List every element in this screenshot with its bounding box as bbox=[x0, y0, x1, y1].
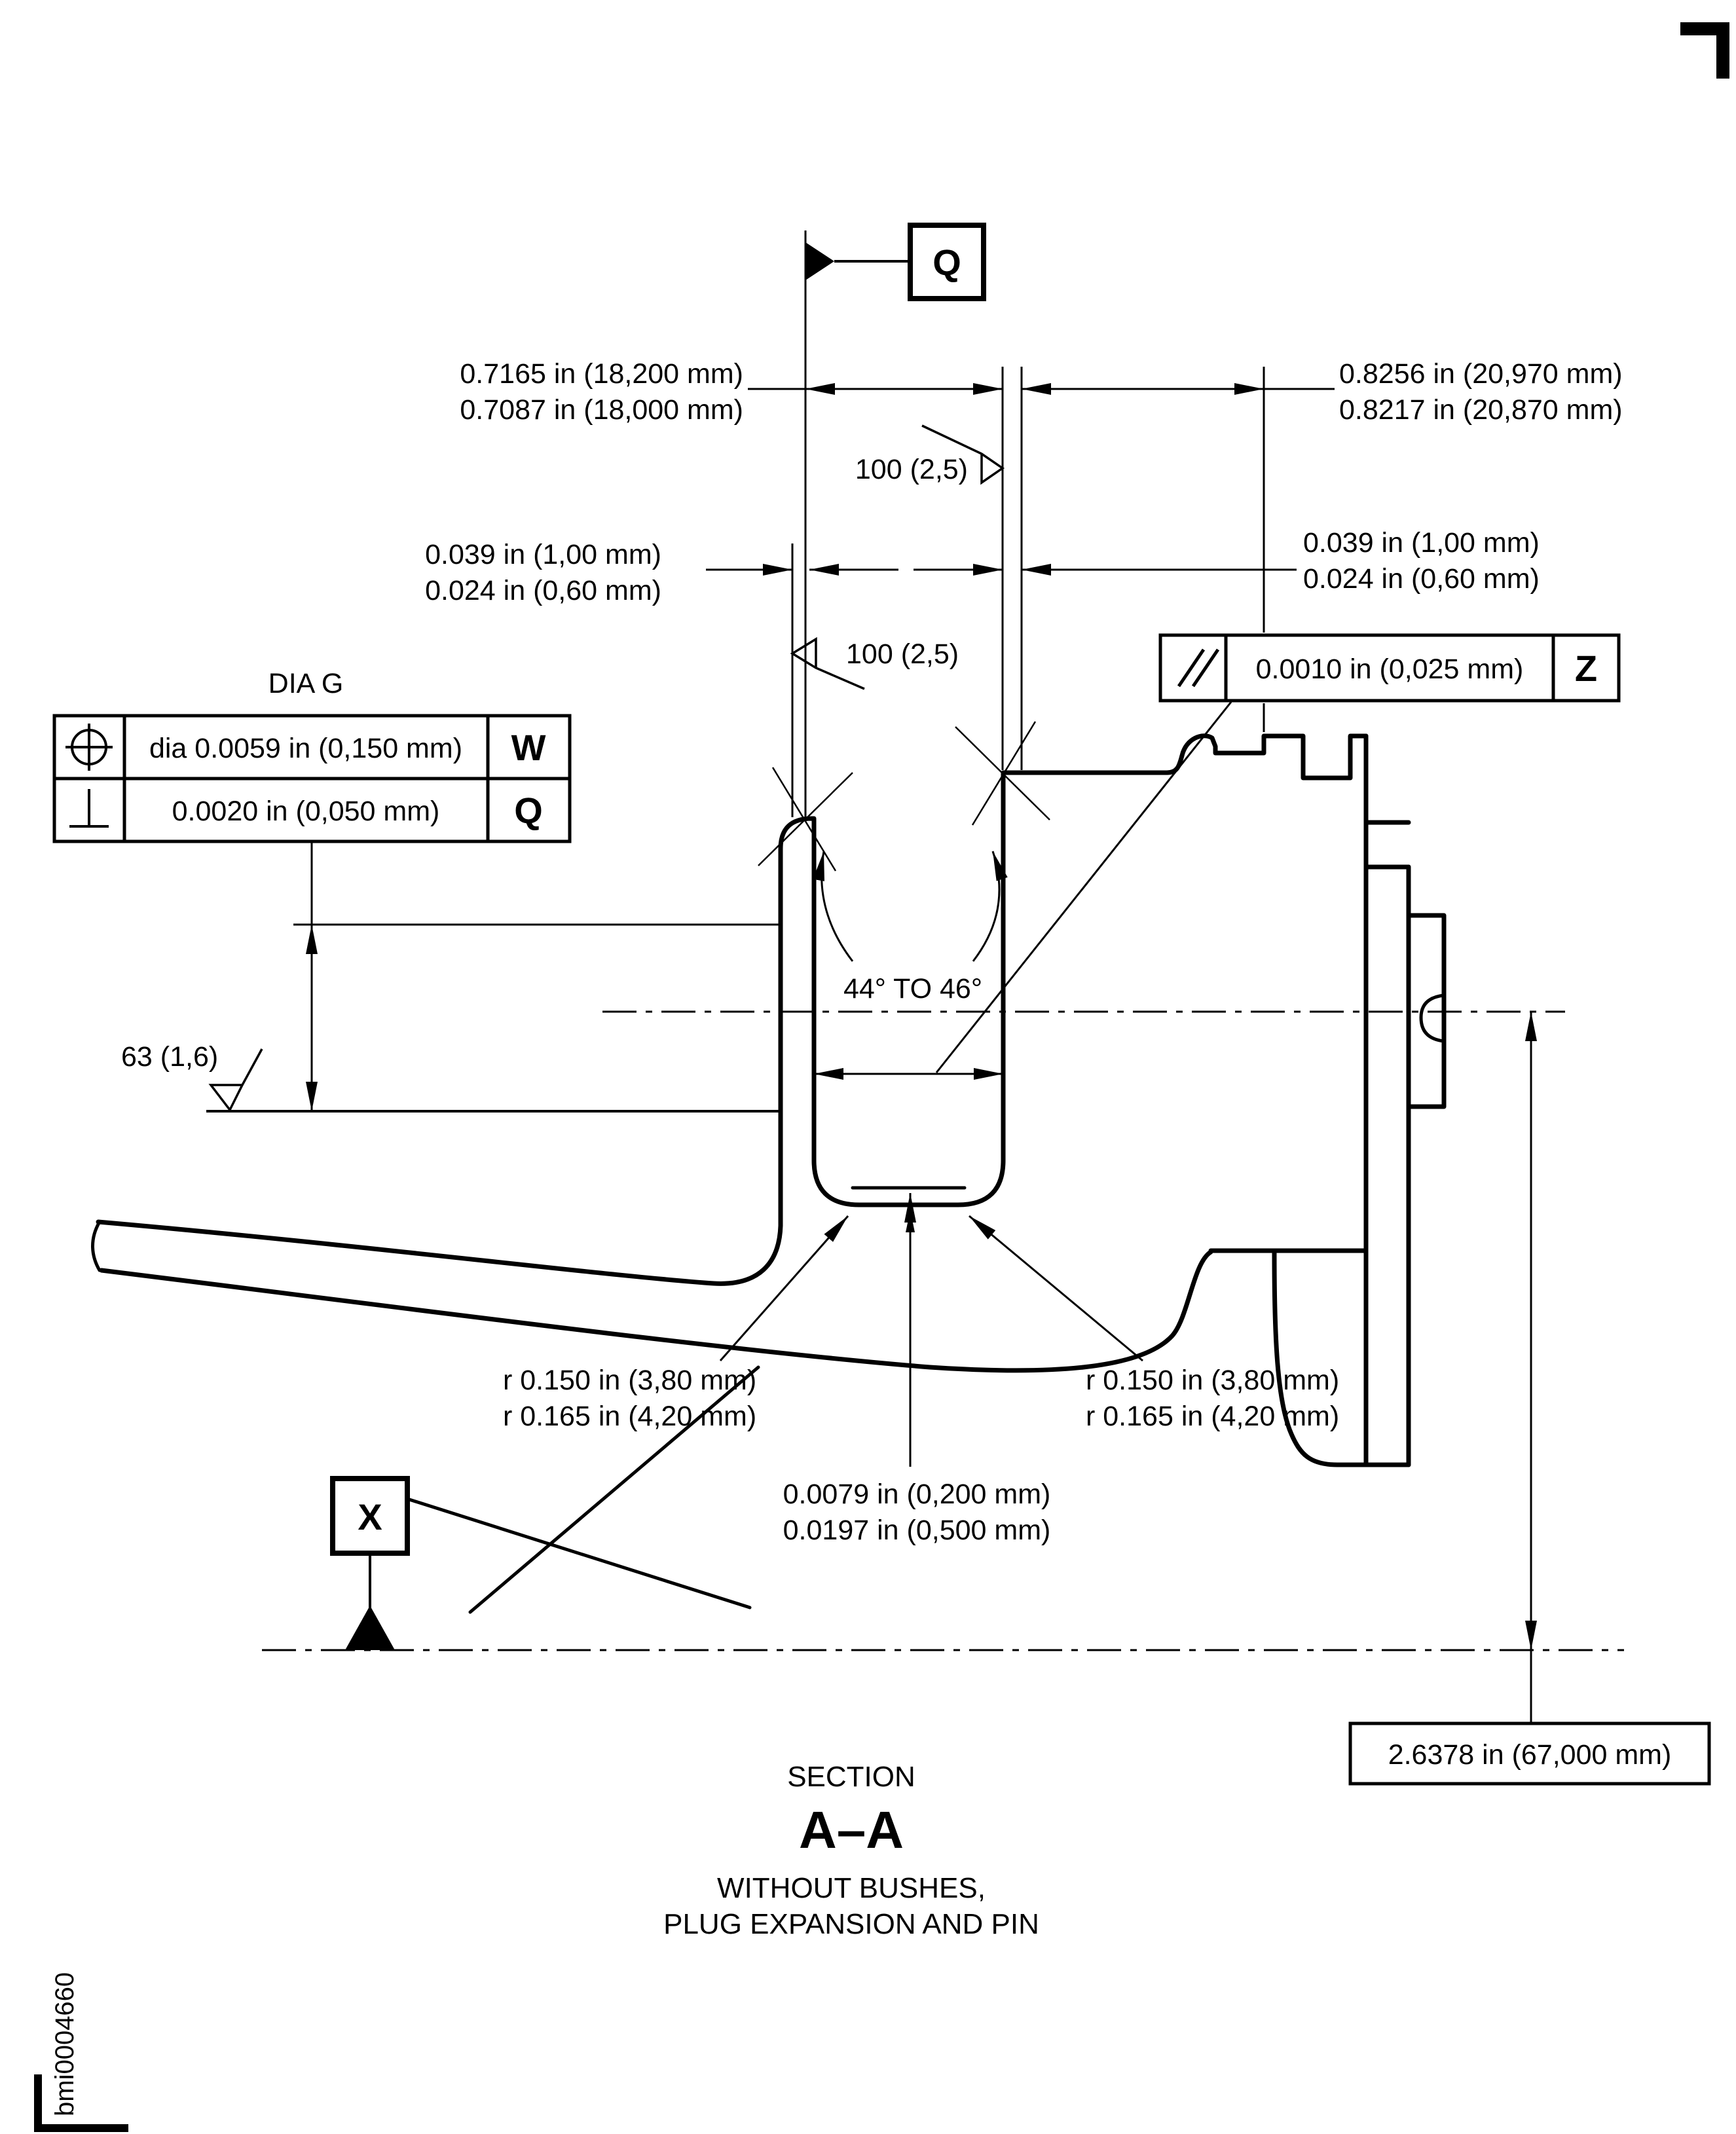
centerlines bbox=[262, 1010, 1624, 1651]
parallelism-frame-grid bbox=[1224, 635, 1555, 701]
roughness-63-text: 63 (1,6) bbox=[121, 1041, 218, 1073]
dim-top-left-line2: 0.7087 in (18,000 mm) bbox=[460, 394, 743, 426]
shaft-stub-hook bbox=[1419, 993, 1446, 1043]
caption-section-id: A–A bbox=[799, 1801, 904, 1859]
relief-depth-second-arrow bbox=[906, 1210, 915, 1232]
lower-web-edge-b bbox=[468, 1365, 760, 1614]
dia-g-row2-value: 0.0020 in (0,050 mm) bbox=[172, 796, 440, 827]
parallelism-datum: Z bbox=[1575, 648, 1597, 689]
roughness-symbol-63 bbox=[208, 1048, 263, 1113]
caption: SECTION A–A WITHOUT BUSHES, PLUG EXPANSI… bbox=[663, 1761, 1039, 1940]
figure-code: bmi0004660 bbox=[50, 1972, 79, 2116]
lever-break-line bbox=[91, 1220, 102, 1272]
angle-arrow-right bbox=[972, 851, 1008, 962]
dim-top-left-line1: 0.7165 in (18,200 mm) bbox=[460, 358, 743, 390]
flange-notch bbox=[1363, 820, 1411, 870]
relief-depth-line2: 0.0197 in (0,500 mm) bbox=[783, 1515, 1051, 1546]
dia-g-control-frame: DIA G dia 0.0059 in (0,150 mm) 0.0020 in… bbox=[52, 668, 572, 843]
web-bottom-contour bbox=[99, 1249, 1213, 1373]
caption-note-line1: WITHOUT BUSHES, bbox=[717, 1872, 986, 1904]
dia-g-row2-datum: Q bbox=[514, 790, 543, 831]
height-box bbox=[1348, 1721, 1711, 1786]
dim-gap-left-line1: 0.039 in (1,00 mm) bbox=[425, 539, 661, 570]
position-symbol-icon bbox=[65, 724, 113, 771]
dia-g-frame-grid bbox=[54, 716, 570, 841]
datum-flag-q: Q bbox=[805, 223, 986, 301]
perpendicularity-symbol-icon bbox=[69, 789, 109, 828]
extension-lines bbox=[206, 230, 1265, 1113]
angle-text: 44° TO 46° bbox=[843, 973, 982, 1004]
dim-gap-left-line2: 0.024 in (0,60 mm) bbox=[425, 575, 661, 606]
sheet-corner-mark-top-right bbox=[1680, 22, 1729, 79]
dia-g-row1-datum: W bbox=[511, 727, 546, 768]
upper-profile bbox=[96, 733, 1369, 1286]
leader-radius-right bbox=[969, 1215, 1143, 1362]
leader-radius-left bbox=[719, 1215, 849, 1361]
angle-arrow-left bbox=[813, 851, 854, 962]
roughness-symbol-lower bbox=[790, 636, 865, 690]
parallelism-symbol-icon bbox=[1177, 648, 1220, 688]
radius-left-line2: r 0.165 in (4,20 mm) bbox=[503, 1401, 756, 1432]
caption-note-line2: PLUG EXPANSION AND PIN bbox=[663, 1908, 1039, 1940]
dim-gap-right-line1: 0.039 in (1,00 mm) bbox=[1303, 527, 1540, 559]
radius-right-line2: r 0.165 in (4,20 mm) bbox=[1086, 1401, 1339, 1432]
relief-depth-line1: 0.0079 in (0,200 mm) bbox=[783, 1479, 1051, 1510]
shaft-stub bbox=[1406, 913, 1447, 1109]
chamfer-cross-right bbox=[955, 721, 1050, 826]
part-outline bbox=[91, 733, 1447, 1614]
datum-q-box bbox=[908, 223, 986, 301]
parallelism-value: 0.0010 in (0,025 mm) bbox=[1256, 653, 1524, 685]
datum-q-triangle bbox=[805, 242, 834, 280]
chamfer-cross-left bbox=[758, 767, 853, 872]
height-value: 2.6378 in (67,000 mm) bbox=[1388, 1739, 1672, 1771]
roughness-symbol-upper bbox=[921, 424, 1005, 485]
sheet-corner-mark-bottom-left bbox=[34, 2074, 128, 2132]
dim-top-right-line2: 0.8217 in (20,870 mm) bbox=[1339, 394, 1623, 426]
radius-left-line1: r 0.150 in (3,80 mm) bbox=[503, 1365, 756, 1396]
parallelism-frame-box bbox=[1158, 633, 1621, 703]
dimension-lines bbox=[306, 383, 1537, 1723]
roughness-100-lower-text: 100 (2,5) bbox=[846, 638, 959, 670]
lower-web-edge-a bbox=[407, 1498, 752, 1610]
dimension-texts: 0.7165 in (18,200 mm) 0.7087 in (18,000 … bbox=[121, 358, 1623, 1546]
surface-finish-symbols bbox=[208, 424, 1005, 1113]
roughness-100-upper-text: 100 (2,5) bbox=[855, 454, 968, 485]
caption-section: SECTION bbox=[787, 1761, 915, 1793]
radius-right-line1: r 0.150 in (3,80 mm) bbox=[1086, 1365, 1339, 1396]
parallelism-control-frame: 0.0010 in (0,025 mm) Z bbox=[1158, 633, 1621, 703]
datum-x-triangle bbox=[345, 1606, 395, 1650]
flange-bottom-edge bbox=[1272, 1251, 1411, 1467]
leader-parallelism-frame bbox=[935, 701, 1232, 1073]
dia-g-title: DIA G bbox=[268, 668, 344, 699]
datum-q-label: Q bbox=[933, 242, 961, 283]
datum-flag-x: X bbox=[330, 1476, 410, 1650]
dia-g-row1-value: dia 0.0059 in (0,150 mm) bbox=[149, 733, 462, 764]
datum-x-label: X bbox=[358, 1496, 382, 1537]
dim-top-right-line1: 0.8256 in (20,970 mm) bbox=[1339, 358, 1623, 390]
dim-gap-right-line2: 0.024 in (0,60 mm) bbox=[1303, 563, 1540, 595]
height-dimension-box: 2.6378 in (67,000 mm) bbox=[1348, 1721, 1711, 1786]
